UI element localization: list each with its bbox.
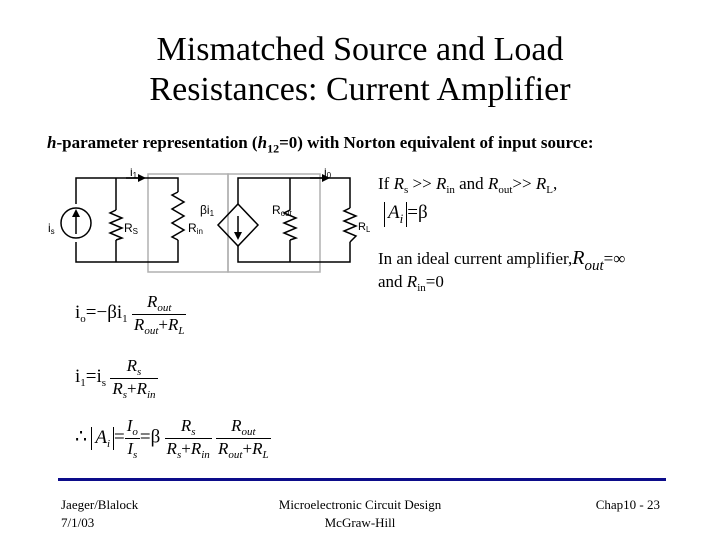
resistor-rs-icon xyxy=(108,209,125,241)
resistor-rin-icon xyxy=(170,191,186,241)
title-line-2: Resistances: Current Amplifier xyxy=(149,71,571,108)
footer-page: Chap10 - 23 xyxy=(595,497,660,512)
subtitle-h12: h xyxy=(257,133,268,152)
subtitle-sub: 12 xyxy=(267,141,280,156)
label-io: i0 xyxy=(324,168,332,180)
subtitle-end: =0) with Norton equivalent of input sour… xyxy=(279,133,594,152)
ideal-condition-line-2: and Rin=0 xyxy=(378,272,444,294)
ai-equals-beta: Ai=β xyxy=(384,202,428,227)
slide-subtitle: h-parameter representation (h12=0) with … xyxy=(47,133,594,156)
subtitle-mid: -parameter representation ( xyxy=(56,133,258,152)
label-is: is xyxy=(48,221,55,236)
circuit-diagram: is RS Rin i1 βi1 Rout i0 RL xyxy=(48,168,370,273)
footer-rule xyxy=(58,478,666,481)
resistor-rl-icon xyxy=(342,207,358,243)
label-rl: RL xyxy=(358,221,370,234)
footer-author: Jaeger/Blalock 7/1/03 xyxy=(61,497,139,530)
subtitle-h: h xyxy=(47,133,57,152)
label-rout: Rout xyxy=(272,203,293,218)
slide-title: Mismatched Source and Load Resistances: … xyxy=(0,30,720,110)
input-current-source-icon xyxy=(60,207,92,239)
label-rin: Rin xyxy=(188,221,203,236)
title-line-1: Mismatched Source and Load xyxy=(156,31,564,68)
dependent-current-source-icon xyxy=(216,202,260,248)
resistor-rout-icon xyxy=(282,209,299,241)
footer-book: Microelectronic Circuit Design McGraw-Hi… xyxy=(278,497,442,530)
label-rs: RS xyxy=(124,221,138,236)
label-beta-i1: βi1 xyxy=(200,203,215,218)
ideal-condition-line-1: In an ideal current amplifier,Rout=∞ xyxy=(378,247,626,274)
condition-text: If Rs >> Rin and Rout>> RL, xyxy=(378,174,558,196)
label-i1: i1 xyxy=(130,168,138,180)
output-port-box xyxy=(227,173,321,273)
